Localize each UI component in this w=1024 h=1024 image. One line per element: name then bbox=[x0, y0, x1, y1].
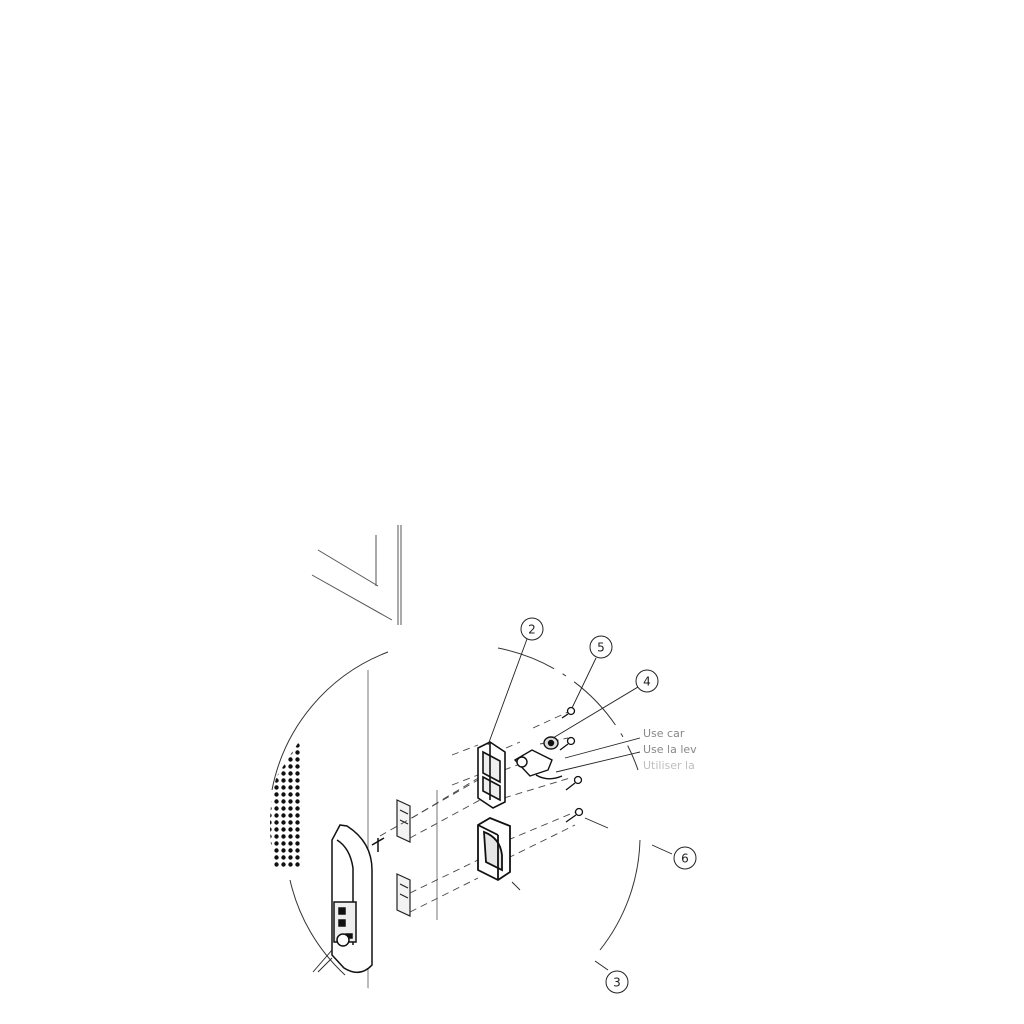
handle-assembly bbox=[331, 824, 385, 974]
screws bbox=[559, 706, 584, 823]
lock-housing bbox=[477, 817, 511, 882]
detail-circle bbox=[271, 647, 641, 976]
callout-5: 5 bbox=[589, 635, 613, 659]
instruction-notes: Use car Use la lev Utiliser la bbox=[643, 727, 697, 772]
note-line-1: Use car bbox=[643, 727, 685, 740]
cam-lever bbox=[513, 736, 563, 780]
callout-4-label: 4 bbox=[643, 675, 651, 689]
callout-2-label: 2 bbox=[528, 623, 536, 637]
screw-lower bbox=[565, 775, 583, 791]
callout-3: 3 bbox=[605, 970, 629, 994]
callout-3-label: 3 bbox=[613, 976, 621, 990]
callout-6-label: 6 bbox=[681, 852, 689, 866]
vent-perforations bbox=[270, 740, 300, 868]
callout-4: 4 bbox=[635, 669, 659, 693]
note-line-2: Use la lev bbox=[643, 743, 697, 756]
screw-mid bbox=[559, 736, 576, 751]
bezel-gasket bbox=[477, 741, 506, 809]
callout-5-label: 5 bbox=[597, 641, 605, 655]
note-line-3: Utiliser la bbox=[643, 759, 695, 772]
screw-bottom bbox=[565, 807, 584, 823]
leader-lines bbox=[312, 638, 673, 973]
cabinet-corner bbox=[311, 525, 402, 625]
screw-top bbox=[561, 706, 576, 719]
door-cutouts bbox=[396, 799, 411, 917]
callout-2: 2 bbox=[520, 617, 544, 641]
assembly-guidelines bbox=[379, 711, 576, 913]
callout-6: 6 bbox=[673, 846, 697, 870]
